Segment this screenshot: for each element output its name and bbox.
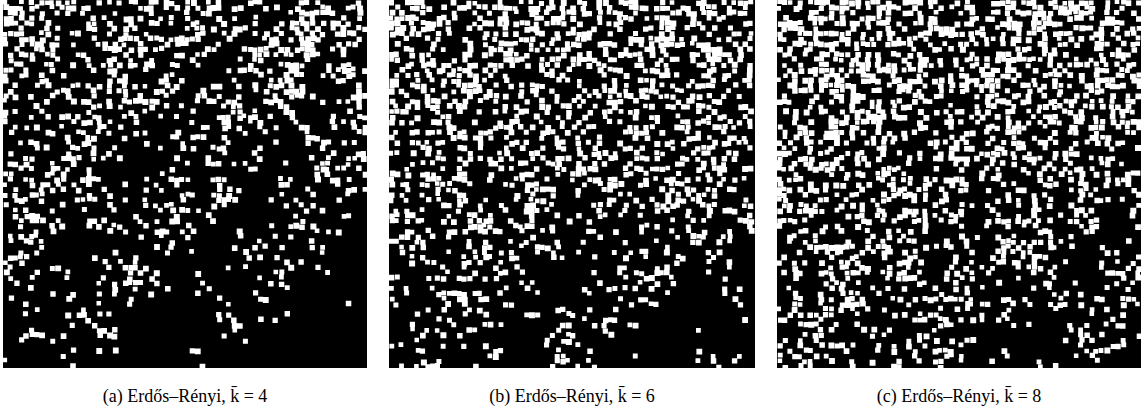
node-dots	[389, 0, 755, 368]
subfigure-caption: (c) Erdős–Rényi, k̄ = 8	[877, 386, 1042, 407]
network-image	[777, 0, 1141, 368]
network-image	[3, 0, 367, 368]
network-image	[389, 0, 755, 368]
node-dots	[777, 0, 1141, 368]
node-dots	[3, 0, 367, 368]
subfigure-caption: (a) Erdős–Rényi, k̄ = 4	[103, 386, 268, 407]
subfigure-caption: (b) Erdős–Rényi, k̄ = 6	[489, 386, 655, 407]
